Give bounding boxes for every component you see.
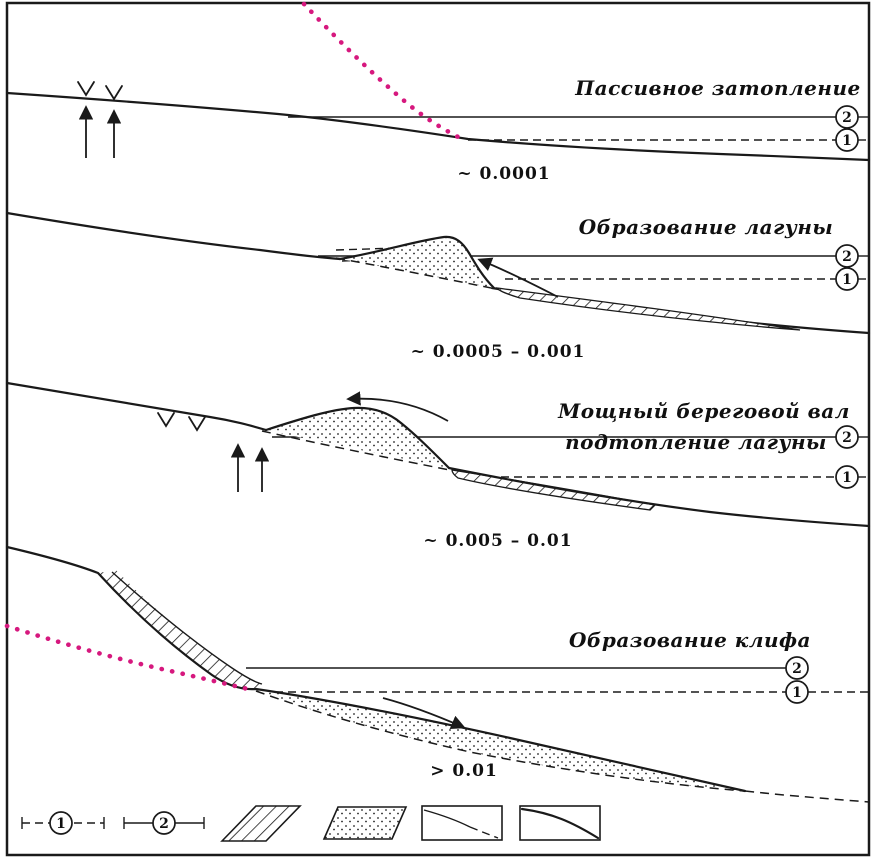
p1-terrain-profile [5, 91, 871, 162]
p4-level1-marker [785, 680, 809, 704]
legend-buried-slope-dashed-curve [469, 826, 499, 839]
legend-hatch-swatch [220, 805, 302, 842]
p2-hatched-wedge [495, 287, 801, 331]
p4-rate: > 0.01 [430, 761, 498, 781]
panel-cliff-formation: 2 1 Образование клифа > 0.01 [4, 545, 870, 803]
legend-level1-marker [49, 811, 73, 835]
p4-terrain-profile [5, 545, 747, 793]
p2-buried-slope-dash [335, 257, 497, 290]
panel-lagoon-formation: 2 1 Образование лагуны ~ 0.0005 – 0.001 [5, 211, 871, 362]
p2-sediment-arrow [477, 257, 559, 298]
p3-terrain-profile-right [447, 466, 871, 528]
p1-transgression-dotted-curve [301, 1, 469, 144]
p1-rate: ~ 0.0001 [457, 164, 550, 184]
panel-beach-ridge: 2 1 Мощный береговой вал подтопление лаг… [5, 381, 871, 551]
legend-profile-curve [520, 807, 600, 840]
p4-level2-number: 2 [792, 661, 802, 677]
p4-level2-marker [785, 656, 809, 680]
p4-dashed-continuation [744, 790, 870, 803]
p3-vmark-left [157, 412, 175, 428]
p3-level2-number: 2 [842, 430, 852, 446]
p1-level1-marker [835, 128, 859, 152]
p1-vmark-right [105, 85, 123, 101]
legend-level1-symbol: 1 [21, 811, 105, 835]
p3-vmark-right [188, 416, 206, 432]
legend-level2-marker [152, 811, 176, 835]
p2-level2-marker [835, 244, 859, 268]
p3-sediment-arrow [346, 391, 449, 422]
p3-level1-marker [835, 465, 859, 489]
p3-hatched-wedge [451, 469, 657, 511]
p3-level1-number: 1 [842, 470, 852, 486]
p4-title: Образование клифа [569, 628, 811, 652]
legend-stipple-swatch [322, 806, 408, 840]
p3-beach-barrier-outline [264, 406, 451, 470]
legend-profile-box [519, 805, 601, 841]
p1-title: Пассивное затопление [574, 76, 860, 100]
p4-buried-slope-dash [255, 690, 745, 792]
p3-terrain-profile-left [5, 381, 268, 432]
p4-sediment-arrow [382, 697, 466, 730]
p3-rate: ~ 0.005 – 0.01 [423, 531, 572, 551]
p1-level1-number: 1 [842, 133, 852, 149]
figure-border [5, 1, 871, 857]
p3-beach-barrier-stipple [266, 407, 449, 468]
legend-buried-slope-box [421, 805, 503, 841]
p2-level2-number: 2 [842, 249, 852, 265]
p3-title: Мощный береговой вал [557, 399, 850, 423]
p4-cliff-band-upper-line [111, 571, 263, 685]
p2-title: Образование лагуны [579, 215, 834, 239]
legend: 1 2 [21, 805, 601, 842]
legend-buried-slope-solid-curve [423, 809, 471, 828]
p2-level1-number: 1 [842, 272, 852, 288]
panel-passive-flooding: 2 1 Пассивное затопление ~ 0.0001 [5, 1, 871, 184]
p1-level2-number: 2 [842, 110, 852, 126]
p4-sediment-lens-stipple [256, 689, 745, 791]
p2-lagoon-dash-upper [335, 246, 429, 251]
p1-vmark-left [77, 81, 95, 97]
p2-level1-marker [835, 267, 859, 291]
p1-level2-marker [835, 105, 859, 129]
p2-rate: ~ 0.0005 – 0.001 [411, 342, 586, 362]
p4-transgression-dotted-curve [4, 623, 255, 693]
legend-level2-number: 2 [159, 816, 169, 832]
p4-level1-number: 1 [792, 685, 802, 701]
p3-subtitle: подтопление лагуны [565, 430, 827, 454]
legend-level2-symbol: 2 [123, 811, 205, 835]
p3-level2-marker [835, 425, 859, 449]
p2-terrain-profile-left [5, 211, 342, 261]
legend-level1-number: 1 [56, 816, 66, 832]
p3-buried-slope-dash [261, 430, 456, 472]
legend-buried-slope-symbol [421, 805, 503, 841]
legend-profile-symbol [519, 805, 601, 841]
p2-beach-barrier-stipple [340, 236, 494, 288]
